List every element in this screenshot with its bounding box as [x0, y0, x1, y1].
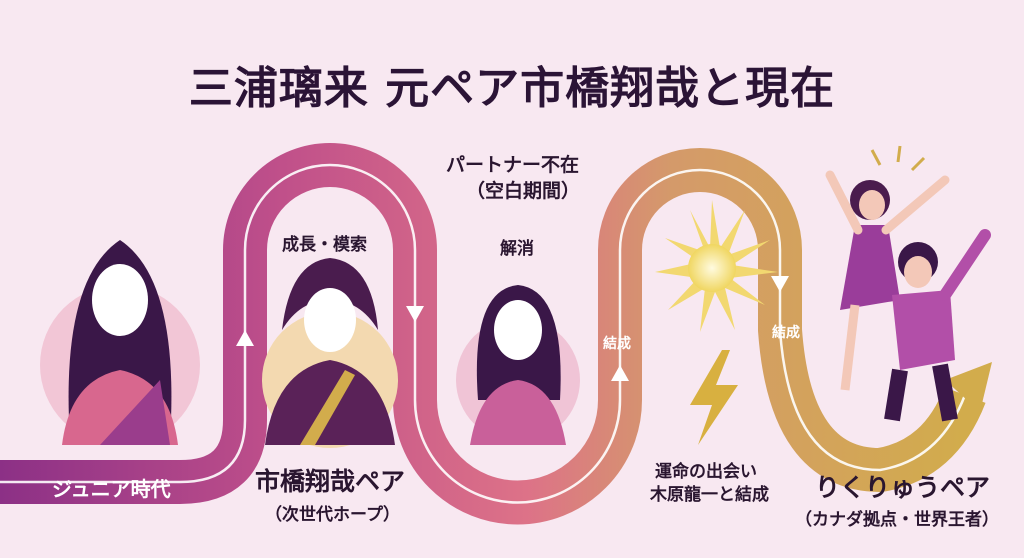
stage-junior-label: ジュニア時代 [52, 477, 171, 501]
stage-dissolve-label: 解消 [500, 239, 534, 259]
ichihashi-pair-label: 市橋翔哉ペア [255, 467, 406, 496]
arrow-up-icon [611, 365, 629, 381]
arrow-down-icon [771, 276, 789, 292]
stage-no-partner-sub: （空白期間） [466, 180, 581, 202]
junior-portrait [40, 240, 200, 445]
formed-tag-2: 結成 [772, 325, 800, 341]
formed-tag-1: 結成 [603, 336, 631, 352]
arrow-head-icon [945, 362, 992, 412]
rikuryu-pair-label: りくりゅうペア [815, 473, 991, 502]
sparkle-icon [655, 200, 778, 332]
solo-portrait [456, 285, 580, 445]
fate-line-1: 運命の出会い [655, 462, 757, 482]
page-title: 三浦璃来 元ペア市橋翔哉と現在 [188, 63, 836, 114]
stage-no-partner-label: パートナー不在 [446, 154, 580, 176]
ichihashi-portrait [262, 258, 398, 448]
ichihashi-pair-sub: （次世代ホープ） [265, 505, 400, 525]
fate-line-2: 木原龍一と結成 [650, 485, 769, 505]
lightning-icon [690, 350, 738, 445]
rikuryu-pair-illustration [825, 145, 991, 422]
rikuryu-pair-sub: （カナダ拠点・世界王者） [795, 510, 999, 530]
arrow-up-icon [236, 330, 254, 346]
stage-growth-label: 成長・模索 [282, 235, 367, 255]
arrow-down-icon [406, 306, 424, 322]
